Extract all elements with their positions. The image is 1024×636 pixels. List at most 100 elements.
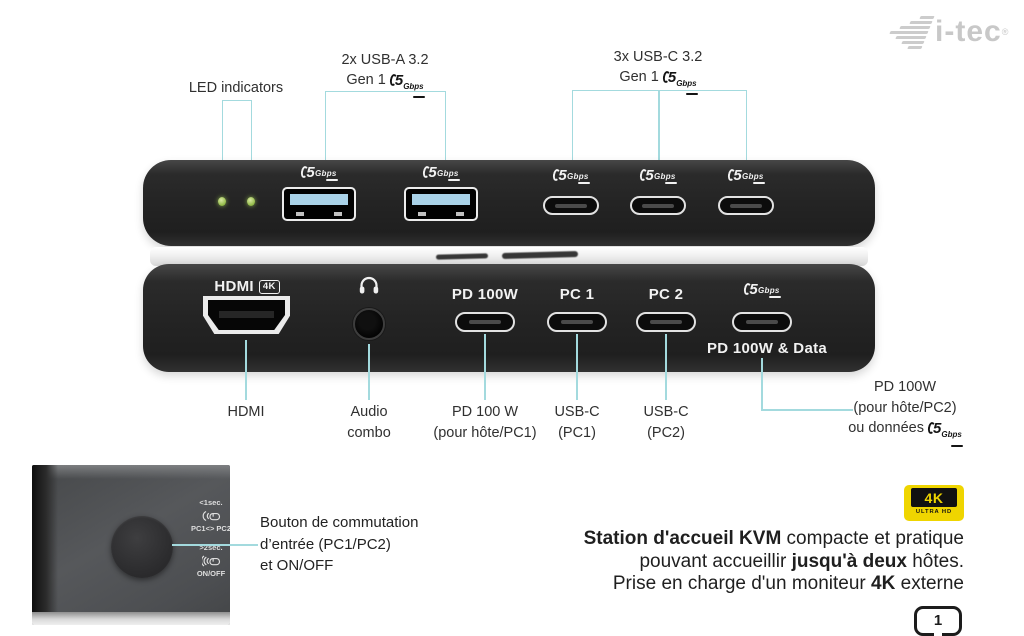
press-finger-icon [202,510,220,522]
gbps-unit: Gbps [437,169,459,178]
gbps-unit: Gbps [676,79,697,88]
pd-data-print: PD 100W & Data [706,340,828,357]
single-monitor-icon: 1 [914,605,962,636]
usb-c-pc1-port [547,312,607,332]
pd-label: PD 100 W (pour hôte/PC1) [400,402,570,444]
usb-c-slot [746,320,778,324]
audio-label-line1: Audio [350,404,388,420]
gbps-unit: Gbps [567,172,589,181]
led-bracket [222,100,252,161]
gbps-unit: Gbps [941,430,962,439]
gbps-unit: Gbps [403,82,424,91]
usbc-annotation-line1: 3x USB-C 3.2 [613,49,703,65]
corner-left-edge [32,465,58,612]
button-caption-line1: Bouton de commutation [260,514,419,531]
gbps-number: 5 [733,167,742,184]
usb-a-pin [296,212,304,216]
hdmi-label: HDMI [227,404,265,420]
usb-c-port-3 [718,196,774,215]
4k-badge-subtitle: ULTRA HD [915,509,953,515]
usba-annotation-line1: 2x USB-A 3.2 [341,52,429,68]
audio-connector-line [368,344,370,400]
pd-connector-line [484,334,486,400]
usb-c-slot [561,320,593,324]
pc2-connector-line [665,334,667,400]
button-connector-line [172,544,258,546]
embossed-logo-hint [435,253,489,260]
button-caption-line2: d’entrée (PC1/PC2) [260,535,391,553]
usb-a-port-2 [404,187,478,221]
pc1-label-line1: USB-C [554,404,600,420]
data-port-label-line2: (pour hôte/PC2) [853,399,957,416]
usbc-bracket-midline [658,90,660,161]
usb-a-tongue [290,194,348,205]
data-connector-line-v [761,358,763,410]
usb-c-slot [642,203,674,208]
corner-top-edge [32,465,230,479]
gbps-swoosh-icon [577,182,590,184]
monitor-count: 1 [933,612,943,629]
embossed-logo-hint [501,251,579,259]
product-description: Station d'accueil KVM compacte et pratiq… [584,528,964,596]
pc2-label-line2: (PC2) [647,425,685,441]
gbps-swoosh-icon [325,179,338,181]
led-indicators-label: LED indicators [188,80,284,96]
usb-c-port-2 [630,196,686,215]
pc2-print: PC 2 [648,286,684,303]
gbps-number: 5 [667,69,677,86]
gbps-number: 5 [933,420,942,437]
pd-label-line1: PD 100 W [451,404,519,420]
gbps-number: 5 [645,167,654,184]
usb-a-port-1 [282,187,356,221]
gbps-number: 5 [394,72,404,89]
gbps-swoosh-icon [752,182,765,184]
gbps-swoosh-icon [950,444,963,447]
usbc-gen-label: Gen 1 [619,69,659,85]
gbps-swoosh-icon [447,179,460,181]
usb-c-pd-port [455,312,515,332]
pc2-label: USB-C (PC2) [616,402,716,444]
usb-a-pin [456,212,464,216]
button-caption: Bouton de commutation d’entrée (PC1/PC2)… [260,512,418,577]
button-legend-print: <1sec. PC1<> PC2 >2sec. [182,498,230,579]
pd-label-line2: (pour hôte/PC1) [433,425,537,441]
gbps-number: 5 [749,281,758,298]
gbps-unit: Gbps [758,286,780,295]
gbps-number: 5 [306,164,315,181]
description-line2-post: hôtes. [906,550,964,572]
gbps-number: 5 [428,164,437,181]
usb-c-slot [650,320,682,324]
usb-c-data-port [732,312,792,332]
pc2-label-line1: USB-C [643,404,689,420]
led-indicator-1 [218,197,226,206]
usbc-bracket [572,90,747,161]
usb-c-pc2-port [636,312,696,332]
itec-logo-stripes-icon [883,16,935,49]
usba-bracket [325,91,446,161]
gbps-swoosh-icon [412,96,425,98]
pc1-connector-line [576,334,578,400]
pc1-print: PC 1 [559,286,595,303]
long-press-finger-icon [201,555,220,567]
gbps-swoosh-icon [768,296,781,298]
onoff-label: ON/OFF [196,569,226,578]
data-port-label-line3-text: ou données [848,420,924,436]
itec-logo: i-tec ® [889,16,1008,49]
description-line3-bold: 4K [871,573,896,594]
usb-c-slot [469,320,501,324]
led-indicator-2 [247,197,255,206]
description-line3-post: externe [895,573,964,594]
audio-combo-jack [353,308,385,340]
